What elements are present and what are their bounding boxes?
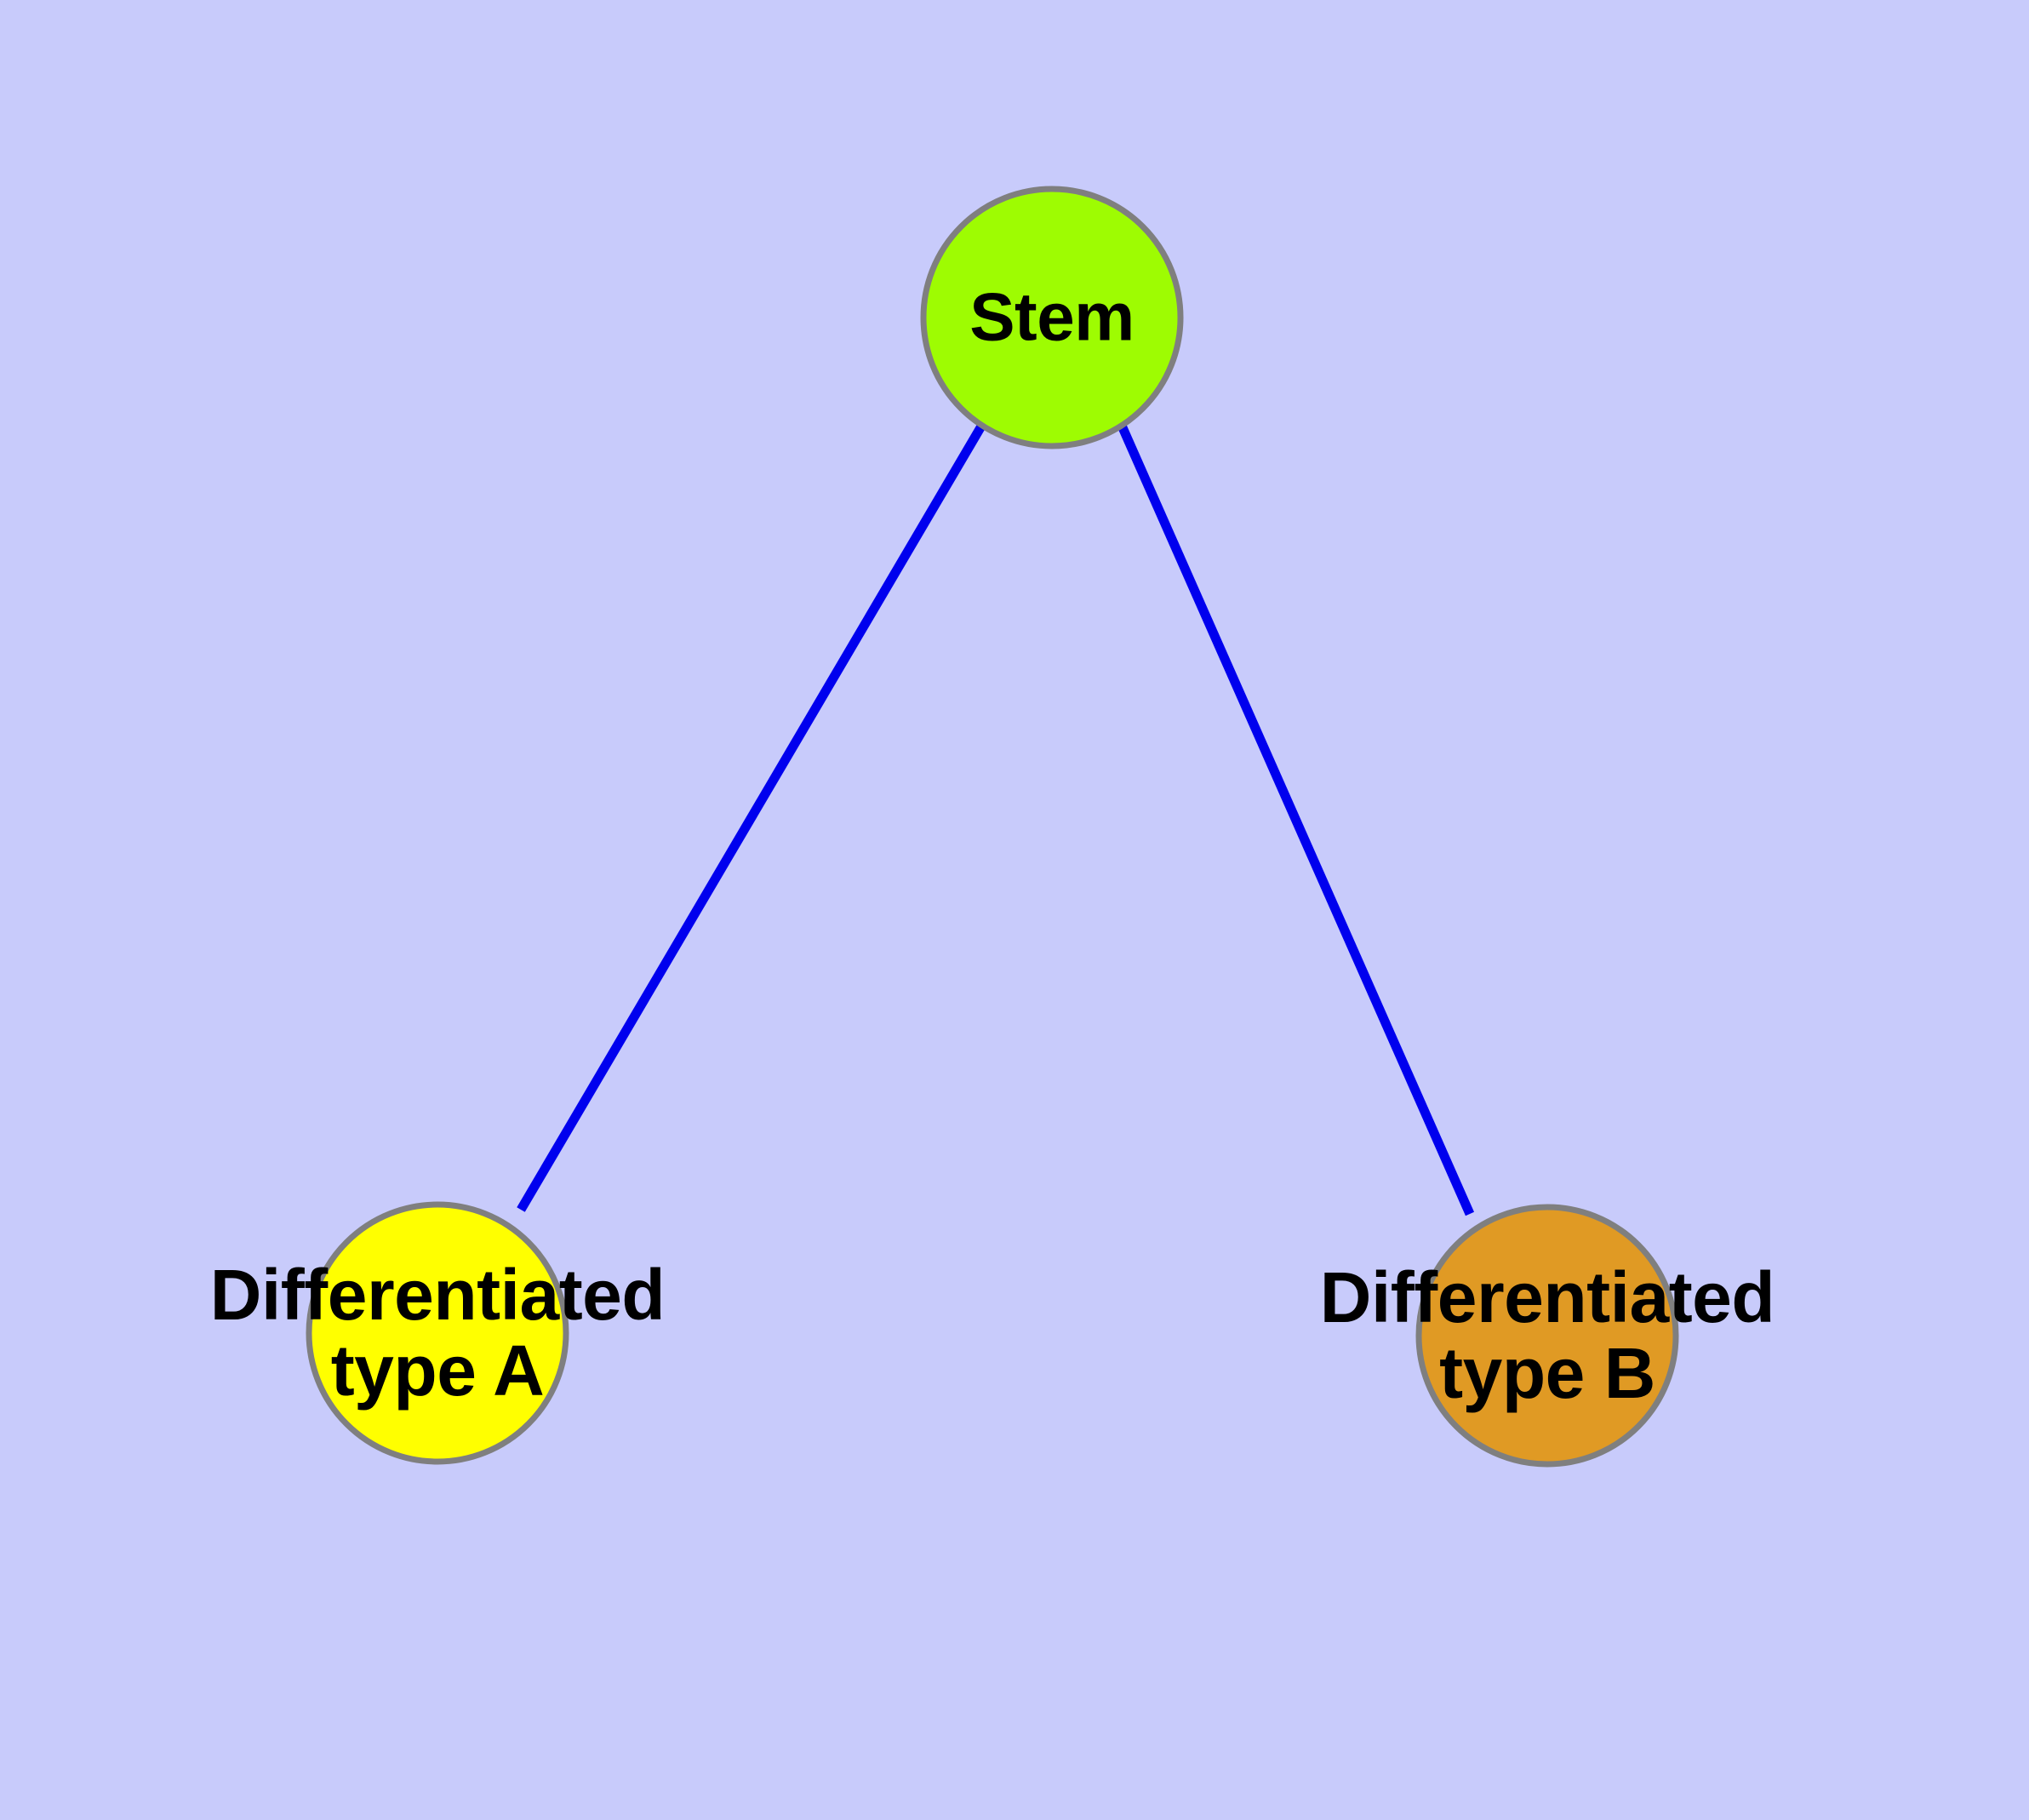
edge-stem-to-differentiated-type-b[interactable]	[1117, 423, 1475, 1216]
node-group	[306, 186, 1679, 1468]
edge-stem-to-differentiated-type-a[interactable]	[517, 422, 986, 1212]
node-differentiated-type-a[interactable]	[306, 1201, 569, 1465]
node-differentiated-type-b[interactable]	[1415, 1204, 1679, 1468]
edge-group	[517, 422, 1475, 1216]
node-stem[interactable]	[920, 186, 1184, 449]
